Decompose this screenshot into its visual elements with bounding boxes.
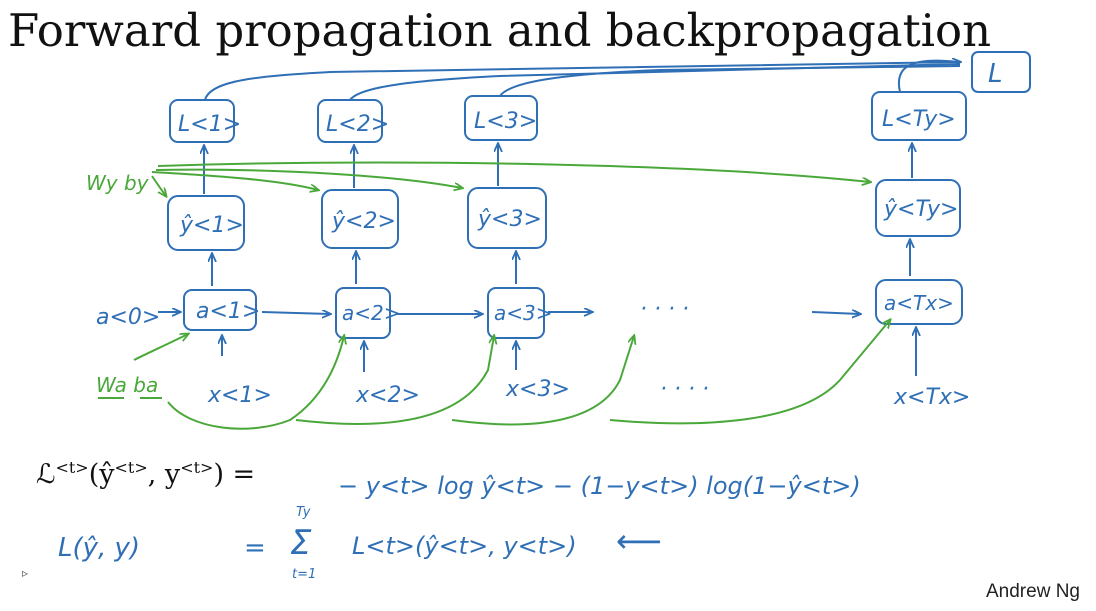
y-superscript: <t> xyxy=(180,458,214,477)
cursor-icon: ▹ xyxy=(22,566,29,580)
loss-node-1: L<1> xyxy=(169,99,241,143)
total-loss-node: L xyxy=(971,51,1031,93)
total-loss-label: L xyxy=(988,59,1003,89)
slide-title: Forward propagation and backpropagation xyxy=(8,4,992,57)
sum-upper-limit: Ty xyxy=(296,505,311,520)
formula-close: ) = xyxy=(213,459,256,490)
activation-to-yhat-arrows xyxy=(212,240,910,286)
yhat-node-2: ŷ<2> xyxy=(321,189,399,249)
loss-formula-typeset: ℒ<t>(ŷ<t>, y<t>) = xyxy=(36,458,255,490)
input-label-1: x<1> xyxy=(207,383,272,408)
ellipsis-activations: · · · · xyxy=(640,297,689,322)
recurrent-arrows xyxy=(158,312,860,314)
output-params-label: Wy by xyxy=(86,171,150,195)
recurrent-params-label: Wa ba xyxy=(96,373,158,397)
loss-label-2: L<2> xyxy=(326,112,389,137)
input-label-2: x<2> xyxy=(355,383,420,408)
yhat-node-ty: ŷ<Ty> xyxy=(875,179,961,237)
loss-node-2: L<2> xyxy=(317,99,389,143)
yhat-label-3: ŷ<3> xyxy=(477,207,542,232)
activation-node-tx: a<Tx> xyxy=(875,279,963,325)
activation-node-3: a<3> xyxy=(487,287,553,339)
activation-node-1: a<1> xyxy=(183,289,260,331)
activation-label-3: a<3> xyxy=(494,301,553,325)
backprop-arrow: ⟵ xyxy=(616,522,662,560)
activation-label-1: a<1> xyxy=(196,299,260,324)
activation-label-2: a<2> xyxy=(342,301,401,325)
formula-y: , y xyxy=(147,459,181,490)
author-credit: Andrew Ng xyxy=(986,581,1080,602)
input-label-3: x<3> xyxy=(505,377,570,402)
total-loss-lhs: L(ŷ, y) xyxy=(58,533,140,563)
loss-node-3: L<3> xyxy=(464,95,538,141)
ellipsis-inputs: · · · · xyxy=(660,377,709,402)
loss-formula-rhs: − y<t> log ŷ<t> − (1−y<t>) log(1−ŷ<t>) xyxy=(338,472,861,500)
loss-label-1: L<1> xyxy=(178,112,241,137)
sum-symbol: Σ xyxy=(290,523,312,563)
formula-open-paren: ( xyxy=(88,459,100,490)
sum-term: L<t>(ŷ<t>, y<t>) xyxy=(352,532,577,560)
loss-superscript: <t> xyxy=(55,458,89,477)
yhat-to-loss-arrows xyxy=(204,144,912,194)
loss-label-3: L<3> xyxy=(474,109,537,134)
yhat-label-ty: ŷ<Ty> xyxy=(883,197,958,222)
loss-node-ty: L<Ty> xyxy=(871,91,967,141)
loss-aggregation-arrows xyxy=(204,61,960,101)
input-to-activation-arrows xyxy=(222,328,916,376)
yhat-superscript: <t> xyxy=(114,458,148,477)
yhat-label-2: ŷ<2> xyxy=(331,209,396,234)
total-loss-equals: = xyxy=(244,533,266,563)
initial-activation-label: a<0> xyxy=(96,305,160,330)
formula-yhat: ŷ xyxy=(99,459,115,490)
input-label-tx: x<Tx> xyxy=(893,385,970,410)
loss-label-ty: L<Ty> xyxy=(882,107,956,132)
recurrent-param-arrows xyxy=(133,320,890,430)
sum-lower-limit: t=1 xyxy=(292,567,316,582)
total-loss-formula: L(ŷ, y) = Ty Σ t=1 L<t>(ŷ<t>, y<t>) ⟵ xyxy=(58,505,662,582)
yhat-label-1: ŷ<1> xyxy=(179,213,244,238)
yhat-node-1: ŷ<1> xyxy=(167,195,245,251)
loss-symbol: ℒ xyxy=(36,459,56,490)
yhat-node-3: ŷ<3> xyxy=(467,187,547,249)
output-param-arrows xyxy=(151,161,870,196)
activation-label-tx: a<Tx> xyxy=(884,291,954,315)
activation-node-2: a<2> xyxy=(335,287,401,339)
